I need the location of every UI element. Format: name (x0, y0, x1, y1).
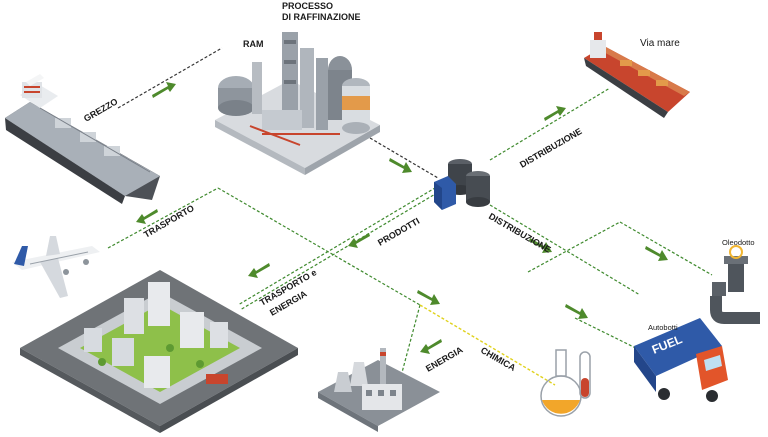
label-process-line2: DI RAFFINAZIONE (282, 12, 361, 22)
label-oleodotto: Oleodotto (722, 238, 755, 247)
label-distribuzione-mid: DISTRIBUZIONE (487, 211, 553, 255)
pipeline-illustration (710, 245, 760, 324)
line-ship-to-ram (117, 47, 223, 109)
arrow-energy-down (417, 290, 440, 305)
chemistry-flask-illustration (540, 349, 591, 417)
line-transport-across (217, 187, 421, 306)
arrow-prodotti (348, 233, 370, 248)
label-autobotti: Autobotti (648, 323, 678, 332)
label-process-line1: PROCESSO (282, 1, 333, 11)
arrow-energia (420, 339, 442, 354)
label-distribuzione-top: DISTRIBUZIONE (518, 126, 584, 170)
label-ram: RAM (243, 39, 264, 49)
crude-ship-illustration (5, 74, 160, 204)
line-transport-up (107, 187, 219, 249)
line-to-pipeline-a (527, 221, 621, 273)
label-prodotti: PRODOTTI (376, 216, 421, 248)
airplane-illustration (12, 236, 100, 298)
arrow-grezzo (152, 82, 176, 98)
arrow-oleodotto (645, 246, 668, 261)
line-products-main-2 (239, 189, 443, 311)
barrels-illustration (434, 159, 490, 210)
label-via-mare: Via mare (640, 38, 680, 49)
flow-arrows (136, 82, 668, 354)
arrow-autobotti (565, 304, 588, 319)
line-products-main (237, 184, 441, 306)
label-grezzo: GREZZO (82, 96, 119, 123)
arrow-distribution-sea (544, 106, 566, 121)
connection-lines (107, 47, 713, 386)
sea-tanker-illustration (584, 32, 690, 118)
label-trasporto: TRASPORTO (142, 203, 196, 240)
arrow-distribuzione-mid (529, 238, 552, 253)
arrow-city (248, 263, 270, 278)
line-distribution-sea (489, 87, 611, 161)
power-plant-illustration (318, 348, 440, 432)
line-to-truck (574, 317, 661, 361)
city-illustration (20, 270, 298, 433)
line-refinery-to-products (369, 137, 439, 179)
arrow-trasporto (136, 209, 158, 224)
line-distribution-mid (489, 204, 641, 296)
arrow-refinery-products (389, 158, 412, 173)
line-energy (399, 304, 421, 381)
line-to-pipeline-b (619, 221, 713, 276)
refinery-illustration (215, 32, 380, 175)
line-chemistry (419, 304, 556, 386)
